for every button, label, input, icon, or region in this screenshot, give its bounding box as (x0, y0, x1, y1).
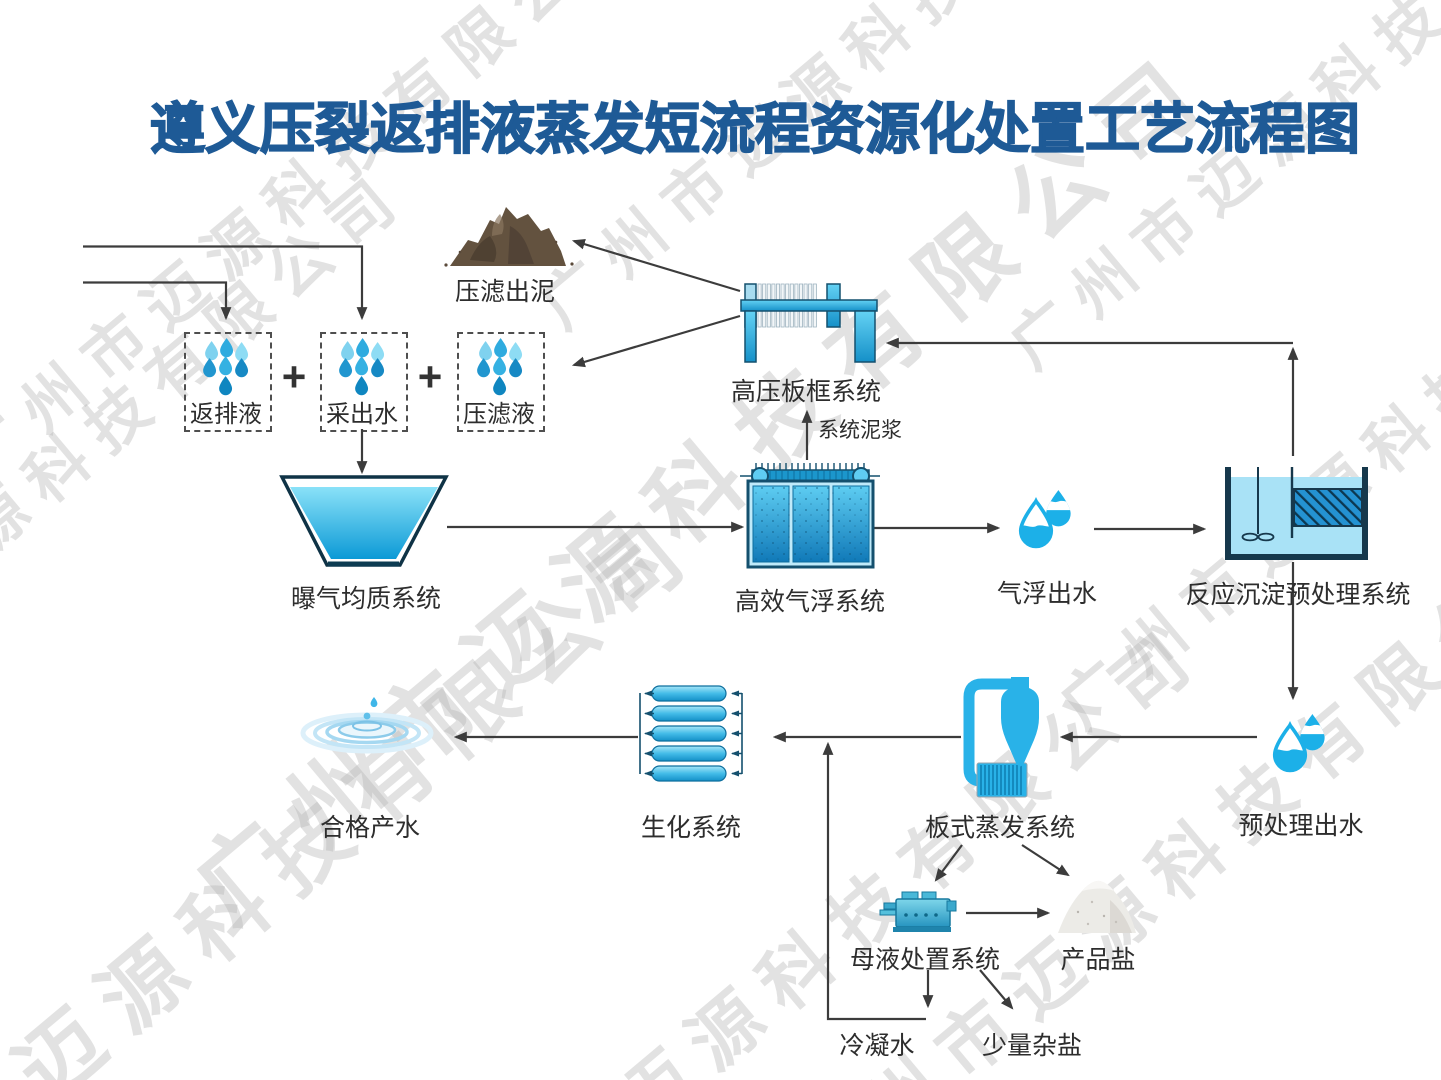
flow-arrow-evap-to-salt (1021, 844, 1070, 877)
bio-reactor-icon (639, 685, 743, 782)
label-misc-salt: 少量杂盐 (981, 1032, 1083, 1060)
label-pretreated-effluent: 预处理出水 (1238, 812, 1364, 840)
plus-sign: + (417, 353, 443, 400)
label-produced-water: 采出水 (326, 401, 398, 428)
label-filter-press: 高压板框系统 (730, 378, 882, 406)
filter-press-icon (740, 283, 878, 363)
input-box-produced-water (320, 332, 408, 432)
flow-arrow-feed2 (83, 281, 232, 321)
flow-arrow-to-sludge (571, 238, 741, 293)
label-system-slurry: 系统泥浆 (818, 419, 902, 442)
evaporator-icon (963, 677, 1039, 798)
flow-arrow-feed1 (83, 245, 368, 321)
flow-arrow-to-mother-liquor (934, 844, 963, 882)
label-evaporation-system: 板式蒸发系统 (924, 814, 1076, 842)
label-product-water: 合格产水 (319, 814, 421, 842)
effluent-drops-icon (1018, 490, 1073, 548)
salt-pile-icon (1058, 880, 1136, 933)
flow-arrow-condensate-return (822, 741, 926, 1021)
input-box-filtrate (457, 332, 545, 432)
flow-lines (83, 238, 1299, 1021)
aeration-tank-icon (279, 475, 449, 567)
label-product-salt: 产品盐 (1060, 946, 1136, 974)
daf-tank-icon (740, 463, 880, 569)
water-drops-icon (477, 338, 522, 395)
water-drops-icon (339, 338, 384, 395)
plus-sign: + (281, 353, 307, 400)
page-title: 遵义压裂返排液蒸发短流程资源化处置工艺流程图 (149, 97, 1361, 161)
label-condensate: 冷凝水 (839, 1032, 915, 1060)
sludge-pile-icon (444, 207, 574, 267)
label-flowback-fluid: 返排液 (190, 401, 262, 428)
pretreat-drops-icon (1272, 714, 1327, 772)
ripple-water-icon (300, 697, 434, 754)
label-aeration-system: 曝气均质系统 (290, 585, 442, 613)
label-daf-effluent: 气浮出水 (996, 580, 1098, 608)
label-bio-system: 生化系统 (640, 814, 742, 842)
label-sludge-out: 压滤出泥 (454, 278, 556, 306)
label-mother-liquor: 母液处置系统 (849, 946, 1001, 974)
label-filtrate: 压滤液 (463, 401, 535, 428)
mother-liquor-machine-icon (879, 891, 957, 932)
sedimentation-tank-icon (1225, 467, 1368, 560)
water-drops-icon (203, 338, 248, 395)
label-sedimentation: 反应沉淀预处理系统 (1185, 581, 1411, 609)
flow-arrow-to-filtrate-box (571, 314, 741, 368)
flow-arrow-to-misc-salt (979, 969, 1014, 1010)
label-daf-system: 高效气浮系统 (734, 588, 886, 616)
input-box-flowback (184, 332, 272, 432)
